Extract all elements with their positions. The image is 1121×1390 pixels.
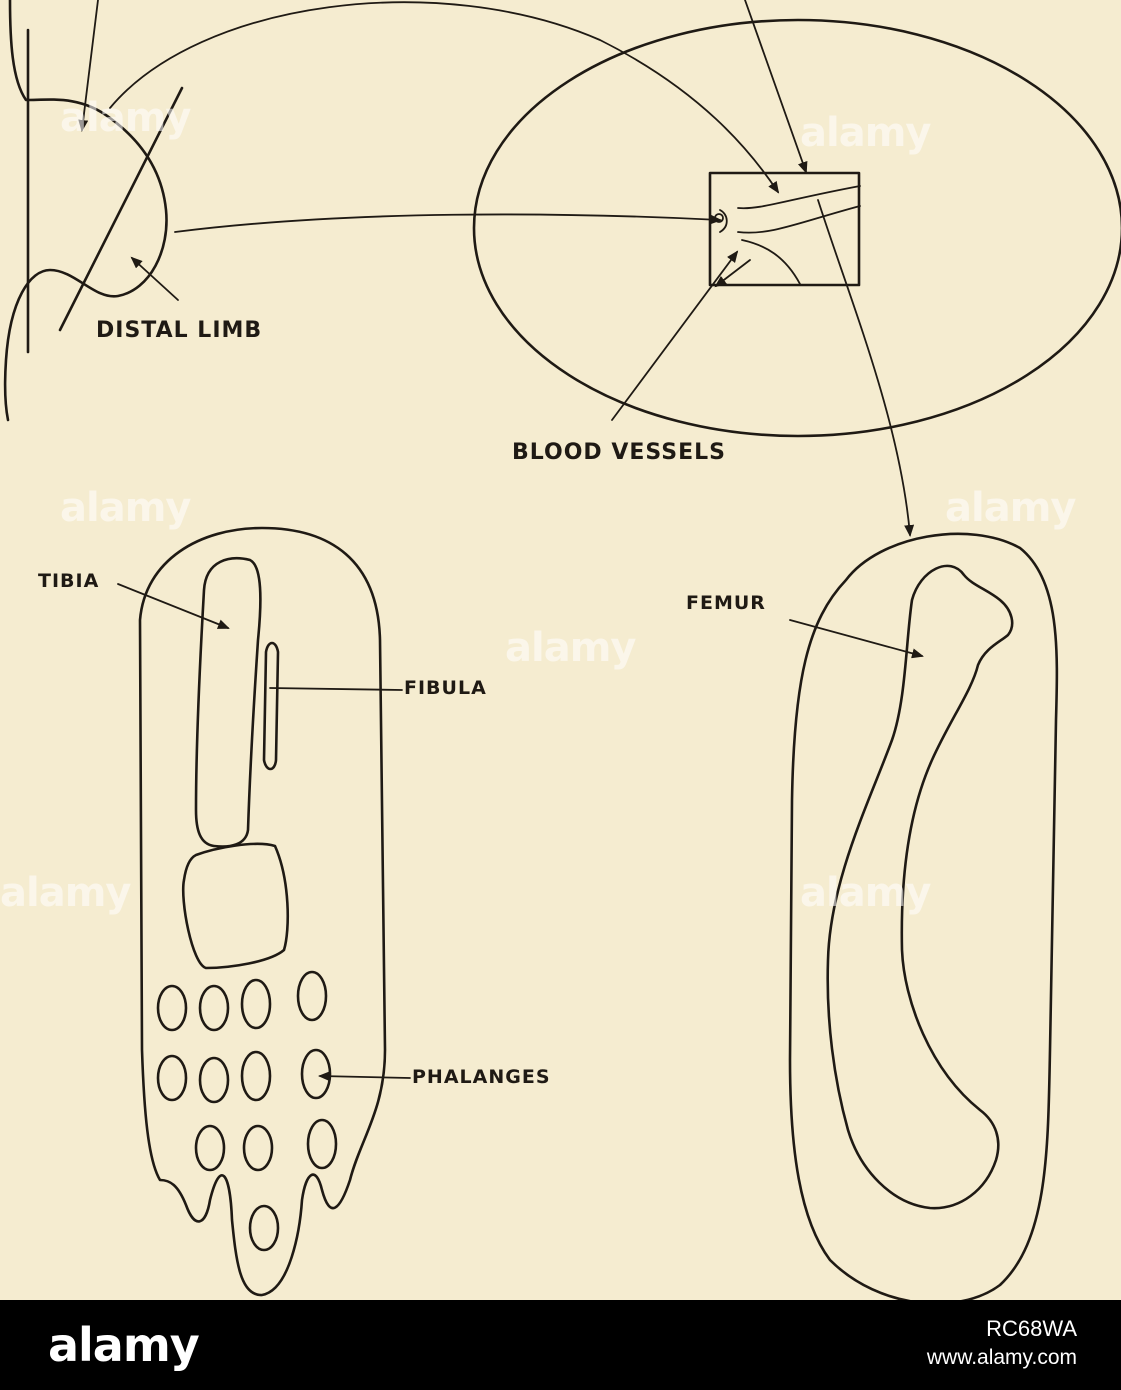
femur-outline: [788, 532, 1059, 1300]
footer-image-id: RC68WA: [986, 1316, 1077, 1341]
watermark: alamy: [60, 485, 191, 531]
watermark: alamy: [505, 625, 636, 671]
top-right-pointer: [744, 0, 808, 174]
footer-url[interactable]: www.alamy.com: [926, 1346, 1077, 1369]
watermark: alamy: [800, 870, 931, 916]
watermark: alamy: [945, 485, 1076, 531]
fibula-label: FIBULA: [404, 677, 487, 699]
watermark: alamy: [800, 110, 931, 156]
tibia-bone: [194, 557, 262, 848]
phalanges-label: PHALANGES: [412, 1066, 551, 1088]
watermark: alamy: [0, 870, 131, 916]
top-left-pointer: [78, 0, 99, 132]
phalanges-pointer: [318, 1071, 411, 1082]
blood-vessels-label: BLOOD VESSELS: [512, 440, 726, 465]
graft-arrow-upper: [109, 1, 780, 194]
watermark: alamy: [60, 95, 191, 141]
fibula-pointer: [269, 687, 403, 691]
tibia-label: TIBIA: [38, 570, 100, 592]
femur-bone: [826, 564, 1014, 1210]
blood-vessels-pointer: [611, 250, 739, 421]
tibia-pointer: [117, 583, 230, 629]
femur-label: FEMUR: [686, 592, 766, 614]
vessel-lines: [714, 185, 861, 285]
diagram-area: DISTAL LIMB BLOOD VESSELS TIBIA FIBULA F…: [0, 0, 1121, 1300]
graft-box: [708, 171, 861, 287]
footer-logo: alamy: [48, 1318, 200, 1372]
tarsal-bone: [181, 842, 290, 970]
limb-bud-outline: [3, 0, 184, 422]
leg-outline: [138, 526, 387, 1297]
distal-limb-pointer: [130, 256, 179, 301]
phalanges-group: [156, 970, 338, 1252]
host-ellipse: [472, 18, 1121, 438]
distal-limb-label: DISTAL LIMB: [96, 318, 263, 343]
femur-arrow: [817, 199, 915, 537]
diagram-drawing: [3, 0, 1121, 1300]
fibula-bone: [262, 641, 280, 771]
blood-vessels-pointer-2: [714, 259, 751, 288]
femur-pointer: [789, 619, 924, 659]
footer-bar: alamy RC68WA www.alamy.com: [0, 1300, 1121, 1390]
graft-arrow-lower: [174, 213, 722, 233]
